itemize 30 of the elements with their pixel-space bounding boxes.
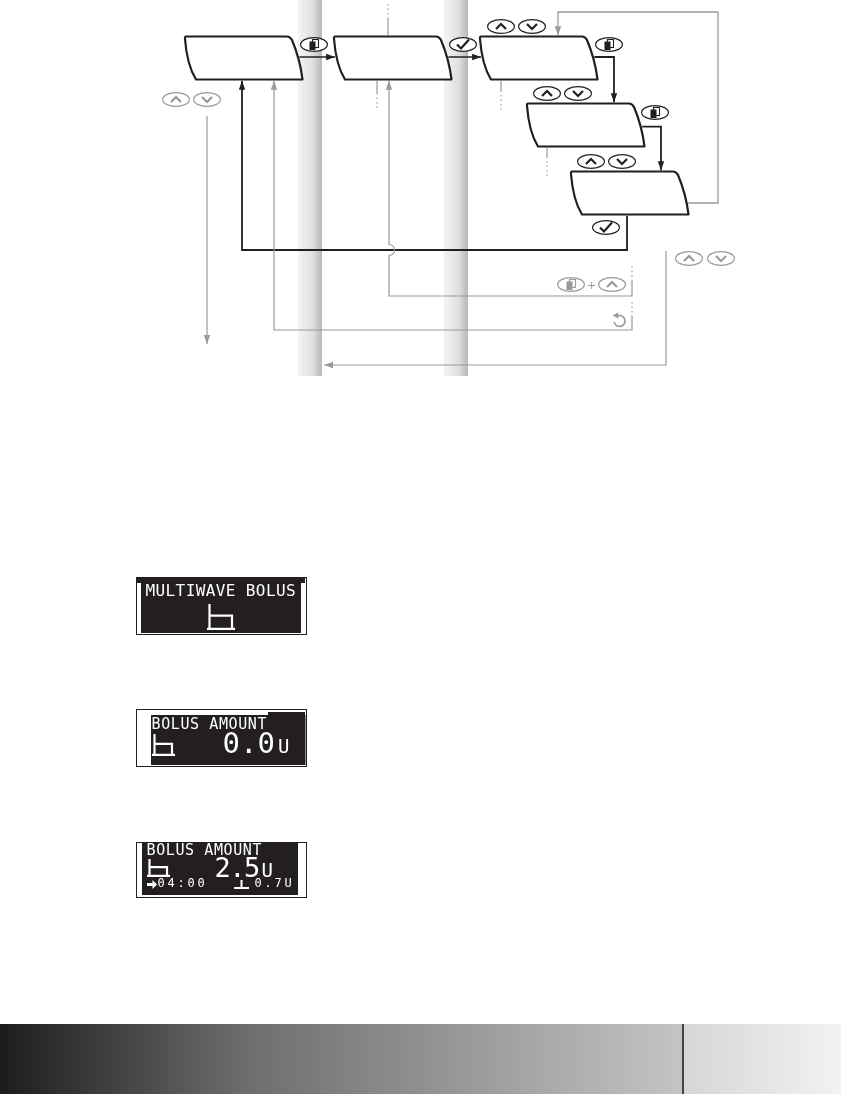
arrow <box>554 11 719 204</box>
unit-label: U <box>261 862 273 878</box>
amount-value: 0.7U <box>254 879 295 889</box>
slanted-box <box>183 35 304 81</box>
arrow <box>385 80 633 297</box>
amount-value: 0.0 <box>222 731 275 755</box>
slanted-box <box>525 102 646 148</box>
lcd-screen <box>136 842 307 898</box>
duration-value: 04:00 <box>157 879 208 889</box>
unit-label: U <box>278 738 290 754</box>
arrow <box>447 53 482 61</box>
lcd-screen <box>136 577 307 635</box>
screen-title: BOLUS AMOUNT <box>146 844 263 856</box>
slanted-box <box>478 35 599 81</box>
connector-line <box>546 147 548 177</box>
plus-sign: + <box>587 279 597 291</box>
lcd-screen <box>136 709 307 767</box>
arrow <box>593 56 618 104</box>
arrow <box>298 53 336 61</box>
amount-value: 2.5 <box>214 856 259 879</box>
connector-line <box>376 80 378 109</box>
slanted-box <box>332 35 453 81</box>
connector-line <box>500 80 502 111</box>
arrow <box>641 125 665 172</box>
slanted-box <box>569 170 690 216</box>
arrow <box>270 80 633 331</box>
connector-line <box>387 3 389 36</box>
arrow <box>238 79 628 251</box>
screen-title: MULTIWAVE BOLUS <box>145 584 296 598</box>
screen-title: BOLUS AMOUNT <box>151 717 268 730</box>
